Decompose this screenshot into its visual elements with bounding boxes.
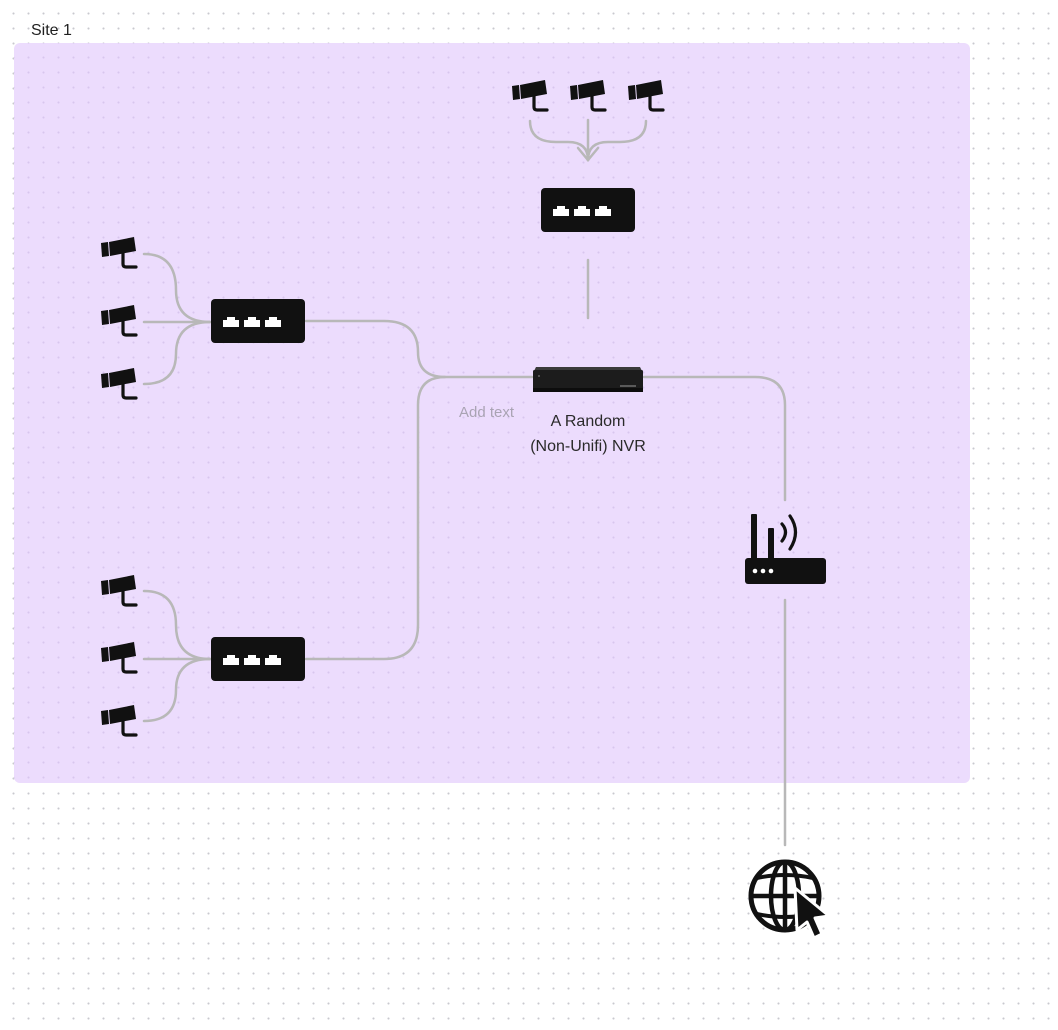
site-frame-label[interactable]: Site 1 xyxy=(31,22,72,39)
connector-ll-cam3 xyxy=(142,657,212,723)
camera-ll-3[interactable] xyxy=(100,705,138,737)
nvr-label-line2: (Non-Unifi) NVR xyxy=(530,438,646,455)
camera-top-2[interactable] xyxy=(569,80,607,112)
switch-top[interactable] xyxy=(541,188,635,232)
switch-lower-left[interactable] xyxy=(211,637,305,681)
camera-ul-2[interactable] xyxy=(100,305,138,337)
camera-top-1[interactable] xyxy=(511,80,549,112)
wifi-router-icon[interactable] xyxy=(745,514,826,584)
camera-ul-1[interactable] xyxy=(100,237,138,269)
camera-ll-1[interactable] xyxy=(100,575,138,607)
connector-ll-cam1 xyxy=(142,589,212,661)
nvr-recorder-icon[interactable] xyxy=(533,367,643,392)
nvr-label-line1: A Random xyxy=(550,413,626,430)
connector-top-right xyxy=(586,119,648,162)
connector-top-left xyxy=(528,119,590,162)
camera-top-3[interactable] xyxy=(627,80,665,112)
connector-top-arrow xyxy=(576,146,600,162)
connector-switch-ll-nvr xyxy=(304,375,447,661)
connector-switch-ul-nvr xyxy=(304,319,534,379)
connector-ul-cam3 xyxy=(142,320,212,386)
connectors xyxy=(142,118,787,847)
nvr-label[interactable]: A Random (Non-Unifi) NVR xyxy=(508,409,668,459)
camera-ll-2[interactable] xyxy=(100,642,138,674)
camera-ul-3[interactable] xyxy=(100,368,138,400)
globe-cursor-icon[interactable] xyxy=(748,859,831,940)
connector-ul-cam1 xyxy=(142,252,212,324)
placeholder-text[interactable]: Add text xyxy=(459,404,515,421)
switch-upper-left[interactable] xyxy=(211,299,305,343)
connector-nvr-router xyxy=(642,375,787,502)
